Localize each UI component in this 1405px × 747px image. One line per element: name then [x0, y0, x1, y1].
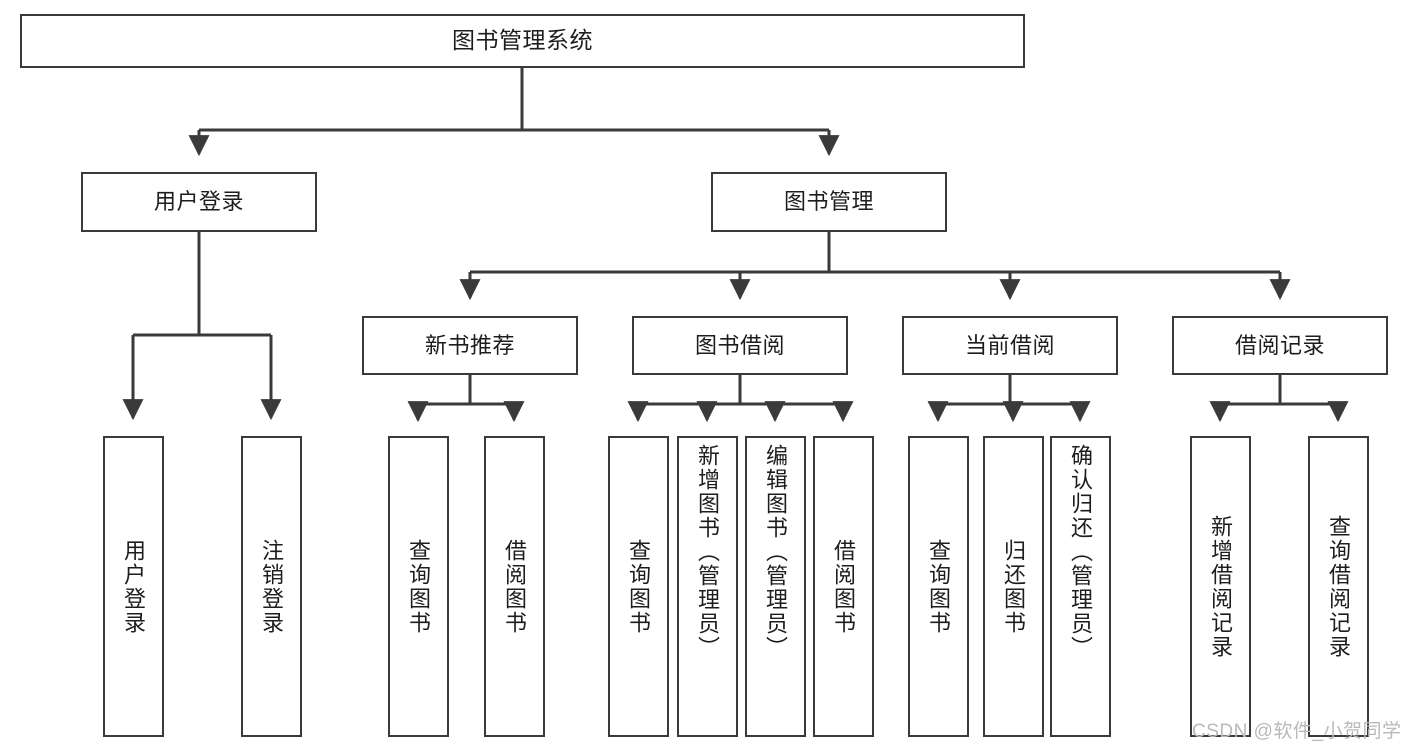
node-new-book-rec[interactable]: 新书推荐: [362, 316, 578, 375]
node-borrow-record-label: 借阅记录: [1234, 332, 1325, 358]
node-leaf-query-record[interactable]: 查询借阅记录: [1308, 436, 1369, 737]
node-user-login-label: 用户登录: [153, 189, 244, 215]
node-leaf-borrow-book-1-label: 借阅图书: [502, 538, 528, 635]
node-leaf-user-logout[interactable]: 注销登录: [241, 436, 302, 737]
node-user-login[interactable]: 用户登录: [81, 172, 317, 232]
node-leaf-confirm-return-label: 确认归还（管理员）: [1068, 444, 1094, 660]
node-new-book-rec-label: 新书推荐: [424, 332, 515, 358]
node-root-label: 图书管理系统: [452, 27, 593, 54]
node-leaf-add-book[interactable]: 新增图书（管理员）: [677, 436, 738, 737]
node-leaf-add-record[interactable]: 新增借阅记录: [1190, 436, 1251, 737]
node-leaf-query-book-1[interactable]: 查询图书: [388, 436, 449, 737]
node-leaf-query-book-2-label: 查询图书: [626, 538, 652, 635]
node-leaf-add-record-label: 新增借阅记录: [1208, 514, 1234, 659]
node-leaf-return-book-label: 归还图书: [1001, 538, 1027, 635]
node-book-manage[interactable]: 图书管理: [711, 172, 947, 232]
node-leaf-query-book-1-label: 查询图书: [406, 538, 432, 635]
node-leaf-user-login-label: 用户登录: [121, 538, 147, 635]
node-book-borrow[interactable]: 图书借阅: [632, 316, 848, 375]
node-leaf-query-book-3[interactable]: 查询图书: [908, 436, 969, 737]
csdn-watermark: CSDN @软件_小贺同学: [1192, 721, 1402, 742]
node-leaf-add-book-label: 新增图书（管理员）: [695, 444, 721, 660]
node-leaf-edit-book[interactable]: 编辑图书（管理员）: [745, 436, 806, 737]
node-current-borrow[interactable]: 当前借阅: [902, 316, 1118, 375]
node-current-borrow-label: 当前借阅: [964, 332, 1055, 358]
node-book-borrow-label: 图书借阅: [694, 332, 785, 358]
node-leaf-user-login[interactable]: 用户登录: [103, 436, 164, 737]
node-leaf-borrow-book-2[interactable]: 借阅图书: [813, 436, 874, 737]
node-leaf-user-logout-label: 注销登录: [259, 538, 285, 635]
node-leaf-return-book[interactable]: 归还图书: [983, 436, 1044, 737]
node-borrow-record[interactable]: 借阅记录: [1172, 316, 1388, 375]
node-leaf-query-record-label: 查询借阅记录: [1326, 514, 1352, 659]
node-book-manage-label: 图书管理: [783, 189, 874, 215]
node-leaf-query-book-3-label: 查询图书: [926, 538, 952, 635]
node-leaf-query-book-2[interactable]: 查询图书: [608, 436, 669, 737]
node-leaf-confirm-return[interactable]: 确认归还（管理员）: [1050, 436, 1111, 737]
node-leaf-borrow-book-1[interactable]: 借阅图书: [484, 436, 545, 737]
node-leaf-borrow-book-2-label: 借阅图书: [831, 538, 857, 635]
node-root[interactable]: 图书管理系统: [20, 14, 1025, 68]
node-leaf-edit-book-label: 编辑图书（管理员）: [763, 444, 789, 660]
